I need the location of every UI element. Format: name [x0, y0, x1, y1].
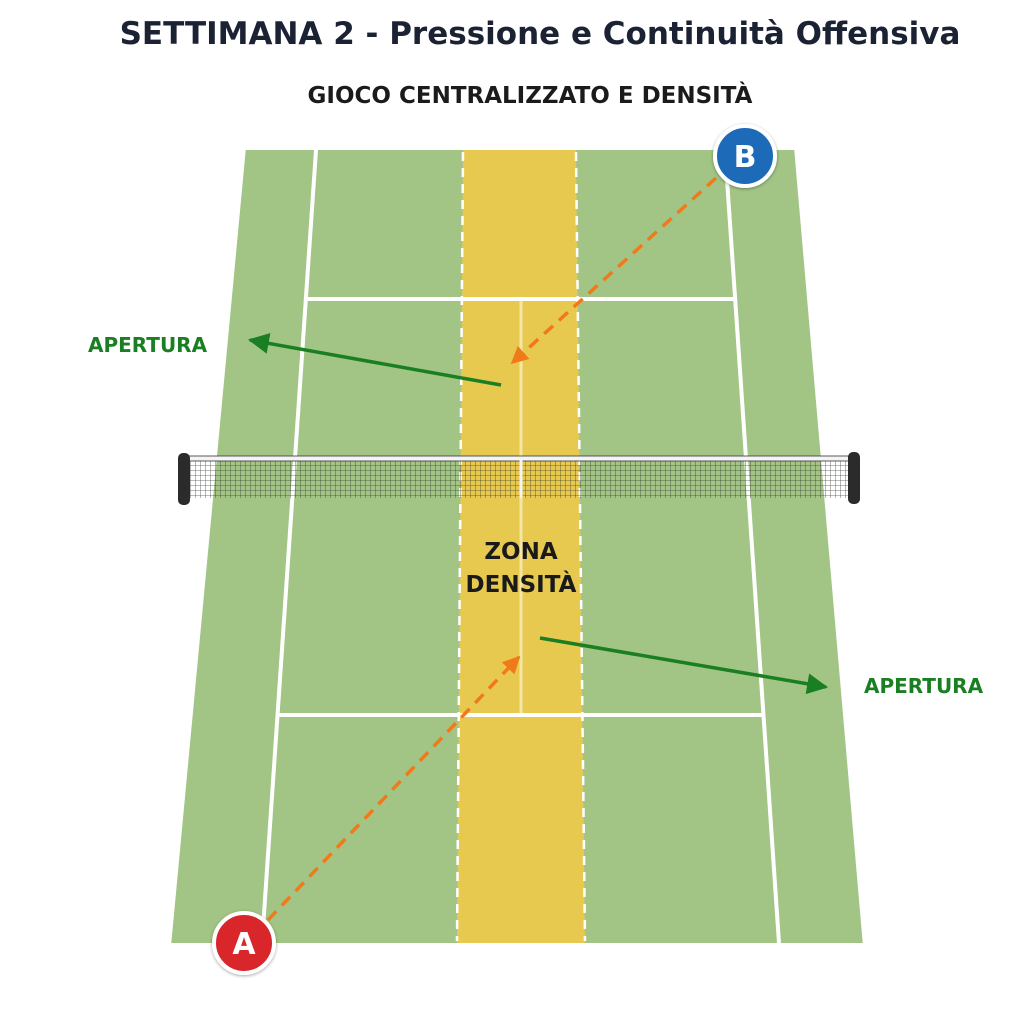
- orange-shot-path-b: [510, 176, 718, 365]
- apertura-label-left: APERTURA: [88, 333, 208, 357]
- zone-border-right: [574, 151, 587, 942]
- net-post-left: [178, 453, 190, 505]
- right-singles-sideline: [723, 149, 781, 944]
- apertura-label-right: APERTURA: [864, 674, 984, 698]
- green-apertura-arrow-left: [247, 333, 502, 387]
- page-title: SETTIMANA 2 - Pressione e Continuità Off…: [119, 16, 961, 52]
- zone-label-line2: DENSITÀ: [466, 570, 577, 598]
- player-a-marker: A: [212, 911, 276, 975]
- zone-label-line1: ZONA: [484, 539, 557, 565]
- left-singles-sideline: [260, 149, 318, 944]
- player-b-marker: B: [713, 124, 777, 188]
- diagram-subtitle: GIOCO CENTRALIZZATO E DENSITÀ: [307, 83, 753, 109]
- green-apertura-arrow-right: [539, 636, 829, 695]
- net-post-right: [848, 452, 860, 504]
- player-b-label: B: [734, 140, 757, 175]
- player-a-label: A: [232, 927, 256, 962]
- zone-border-left: [455, 151, 465, 942]
- tennis-net: [178, 452, 860, 505]
- orange-shot-path-a: [266, 655, 521, 922]
